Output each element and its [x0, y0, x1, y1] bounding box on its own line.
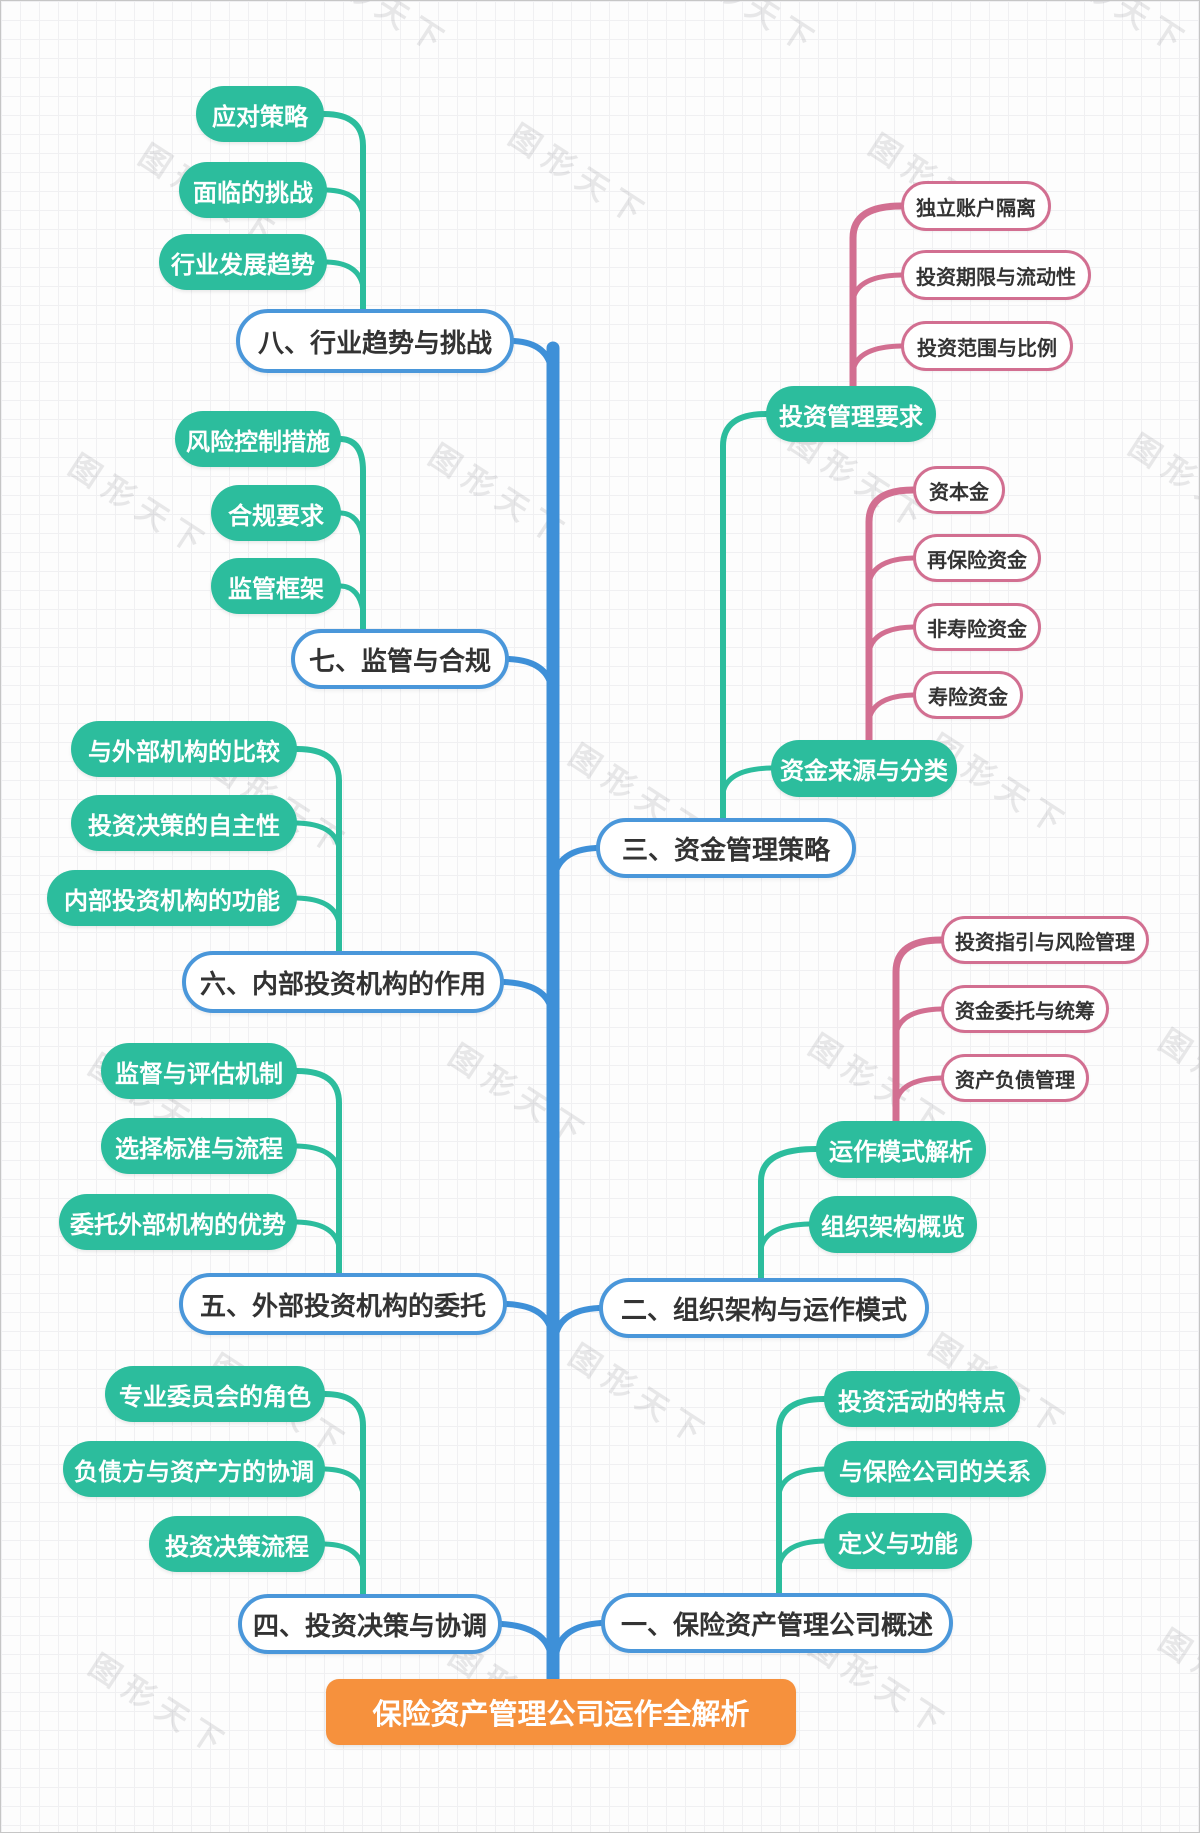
branch-connector-6: [501, 979, 555, 1017]
topic-connector: [338, 583, 366, 614]
detail-connector: [893, 1075, 944, 1106]
detail-node-b3-c2-g4[interactable]: 寿险资金: [913, 671, 1023, 719]
topic-connector: [294, 1219, 342, 1250]
branch-node-4[interactable]: 四、投资决策与协调: [238, 1594, 502, 1654]
topic-connector: [758, 1146, 819, 1283]
detail-connector: [892, 936, 945, 1127]
topic-node-b5-c2[interactable]: 选择标准与流程: [101, 1118, 297, 1174]
topic-node-b6-c2[interactable]: 投资决策的自主性: [71, 795, 297, 851]
detail-node-b3-c1-g3[interactable]: 投资范围与比例: [901, 321, 1073, 371]
detail-connector: [866, 555, 916, 586]
topic-connector: [776, 1396, 827, 1598]
topic-connector: [294, 820, 342, 851]
branch-node-6[interactable]: 六、内部投资机构的作用: [182, 951, 504, 1013]
topic-node-b3-c1[interactable]: 投资管理要求: [766, 386, 936, 442]
branch-node-8[interactable]: 八、行业趋势与挑战: [236, 309, 514, 373]
branch-connector-1: [553, 1620, 604, 1659]
topic-connector: [322, 1466, 366, 1497]
detail-connector: [893, 1006, 944, 1037]
topic-node-b1-c2[interactable]: 与保险公司的关系: [824, 1441, 1046, 1497]
topic-node-b5-c3[interactable]: 委托外部机构的优势: [59, 1194, 297, 1250]
detail-connector: [850, 343, 904, 374]
root-node[interactable]: 保险资产管理公司运作全解析: [326, 1679, 796, 1745]
topic-node-b4-c2[interactable]: 负债方与资产方的协调: [63, 1441, 325, 1497]
topic-connector: [338, 436, 366, 634]
topic-connector: [294, 1143, 342, 1174]
topic-connector: [324, 259, 366, 290]
branch-node-1[interactable]: 一、保险资产管理公司概述: [601, 1593, 953, 1653]
detail-node-b2-c1-g1[interactable]: 投资指引与风险管理: [941, 916, 1149, 964]
topic-node-b2-c2[interactable]: 组织架构概览: [809, 1196, 977, 1253]
topic-connector: [321, 111, 366, 314]
topic-node-b6-c1[interactable]: 与外部机构的比较: [71, 721, 297, 777]
detail-connector: [866, 624, 916, 655]
topic-connector: [322, 1391, 366, 1599]
topic-node-b3-c2[interactable]: 资金来源与分类: [771, 740, 957, 797]
detail-node-b3-c2-g1[interactable]: 资本金: [913, 466, 1005, 514]
branch-connector-2: [552, 1305, 602, 1343]
topic-connector: [758, 1221, 812, 1252]
topic-node-b2-c1[interactable]: 运作模式解析: [816, 1121, 986, 1178]
topic-node-b4-c3[interactable]: 投资决策流程: [149, 1516, 325, 1572]
branch-connector-3: [551, 845, 599, 883]
topic-connector: [776, 1466, 827, 1497]
topic-node-b1-c3[interactable]: 定义与功能: [824, 1513, 972, 1569]
detail-node-b2-c1-g2[interactable]: 资金委托与统筹: [941, 985, 1109, 1033]
detail-node-b3-c2-g3[interactable]: 非寿险资金: [913, 603, 1041, 651]
topic-node-b8-c1[interactable]: 应对策略: [196, 86, 324, 142]
detail-node-b3-c1-g1[interactable]: 独立账户隔离: [901, 181, 1051, 231]
topic-node-b7-c2[interactable]: 合规要求: [211, 485, 341, 541]
branch-connector-8: [511, 338, 555, 376]
topic-node-b8-c2[interactable]: 面临的挑战: [179, 162, 327, 218]
topic-node-b8-c3[interactable]: 行业发展趋势: [159, 234, 327, 290]
branch-connector-4: [499, 1621, 554, 1659]
topic-connector: [294, 895, 342, 926]
detail-connector: [850, 272, 904, 303]
topic-connector: [322, 1541, 366, 1572]
topic-node-b6-c3[interactable]: 内部投资机构的功能: [47, 870, 297, 926]
branch-node-2[interactable]: 二、组织架构与运作模式: [599, 1278, 929, 1338]
branch-node-5[interactable]: 五、外部投资机构的委托: [179, 1273, 507, 1335]
topic-connector: [720, 411, 769, 823]
branch-connector-7: [506, 656, 555, 694]
topic-node-b5-c1[interactable]: 监督与评估机制: [101, 1043, 297, 1099]
topic-node-b1-c1[interactable]: 投资活动的特点: [824, 1371, 1020, 1427]
topic-connector: [338, 510, 366, 541]
detail-node-b2-c1-g3[interactable]: 资产负债管理: [941, 1054, 1089, 1102]
detail-connector: [866, 692, 916, 723]
branch-node-7[interactable]: 七、监管与合规: [291, 629, 509, 689]
topic-connector: [294, 746, 342, 956]
detail-node-b3-c2-g2[interactable]: 再保险资金: [913, 534, 1041, 582]
detail-connector: [849, 202, 905, 392]
detail-node-b3-c1-g2[interactable]: 投资期限与流动性: [901, 250, 1091, 300]
detail-connector: [865, 486, 917, 746]
topic-node-b7-c1[interactable]: 风险控制措施: [175, 411, 341, 467]
topic-node-b7-c3[interactable]: 监管框架: [211, 558, 341, 614]
topic-connector: [294, 1068, 342, 1278]
branch-connector-5: [504, 1301, 555, 1339]
topic-node-b4-c1[interactable]: 专业委员会的角色: [105, 1366, 325, 1422]
branch-node-3[interactable]: 三、资金管理策略: [596, 818, 856, 878]
topic-connector: [324, 187, 366, 218]
topic-connector: [720, 765, 774, 796]
topic-connector: [776, 1538, 827, 1569]
